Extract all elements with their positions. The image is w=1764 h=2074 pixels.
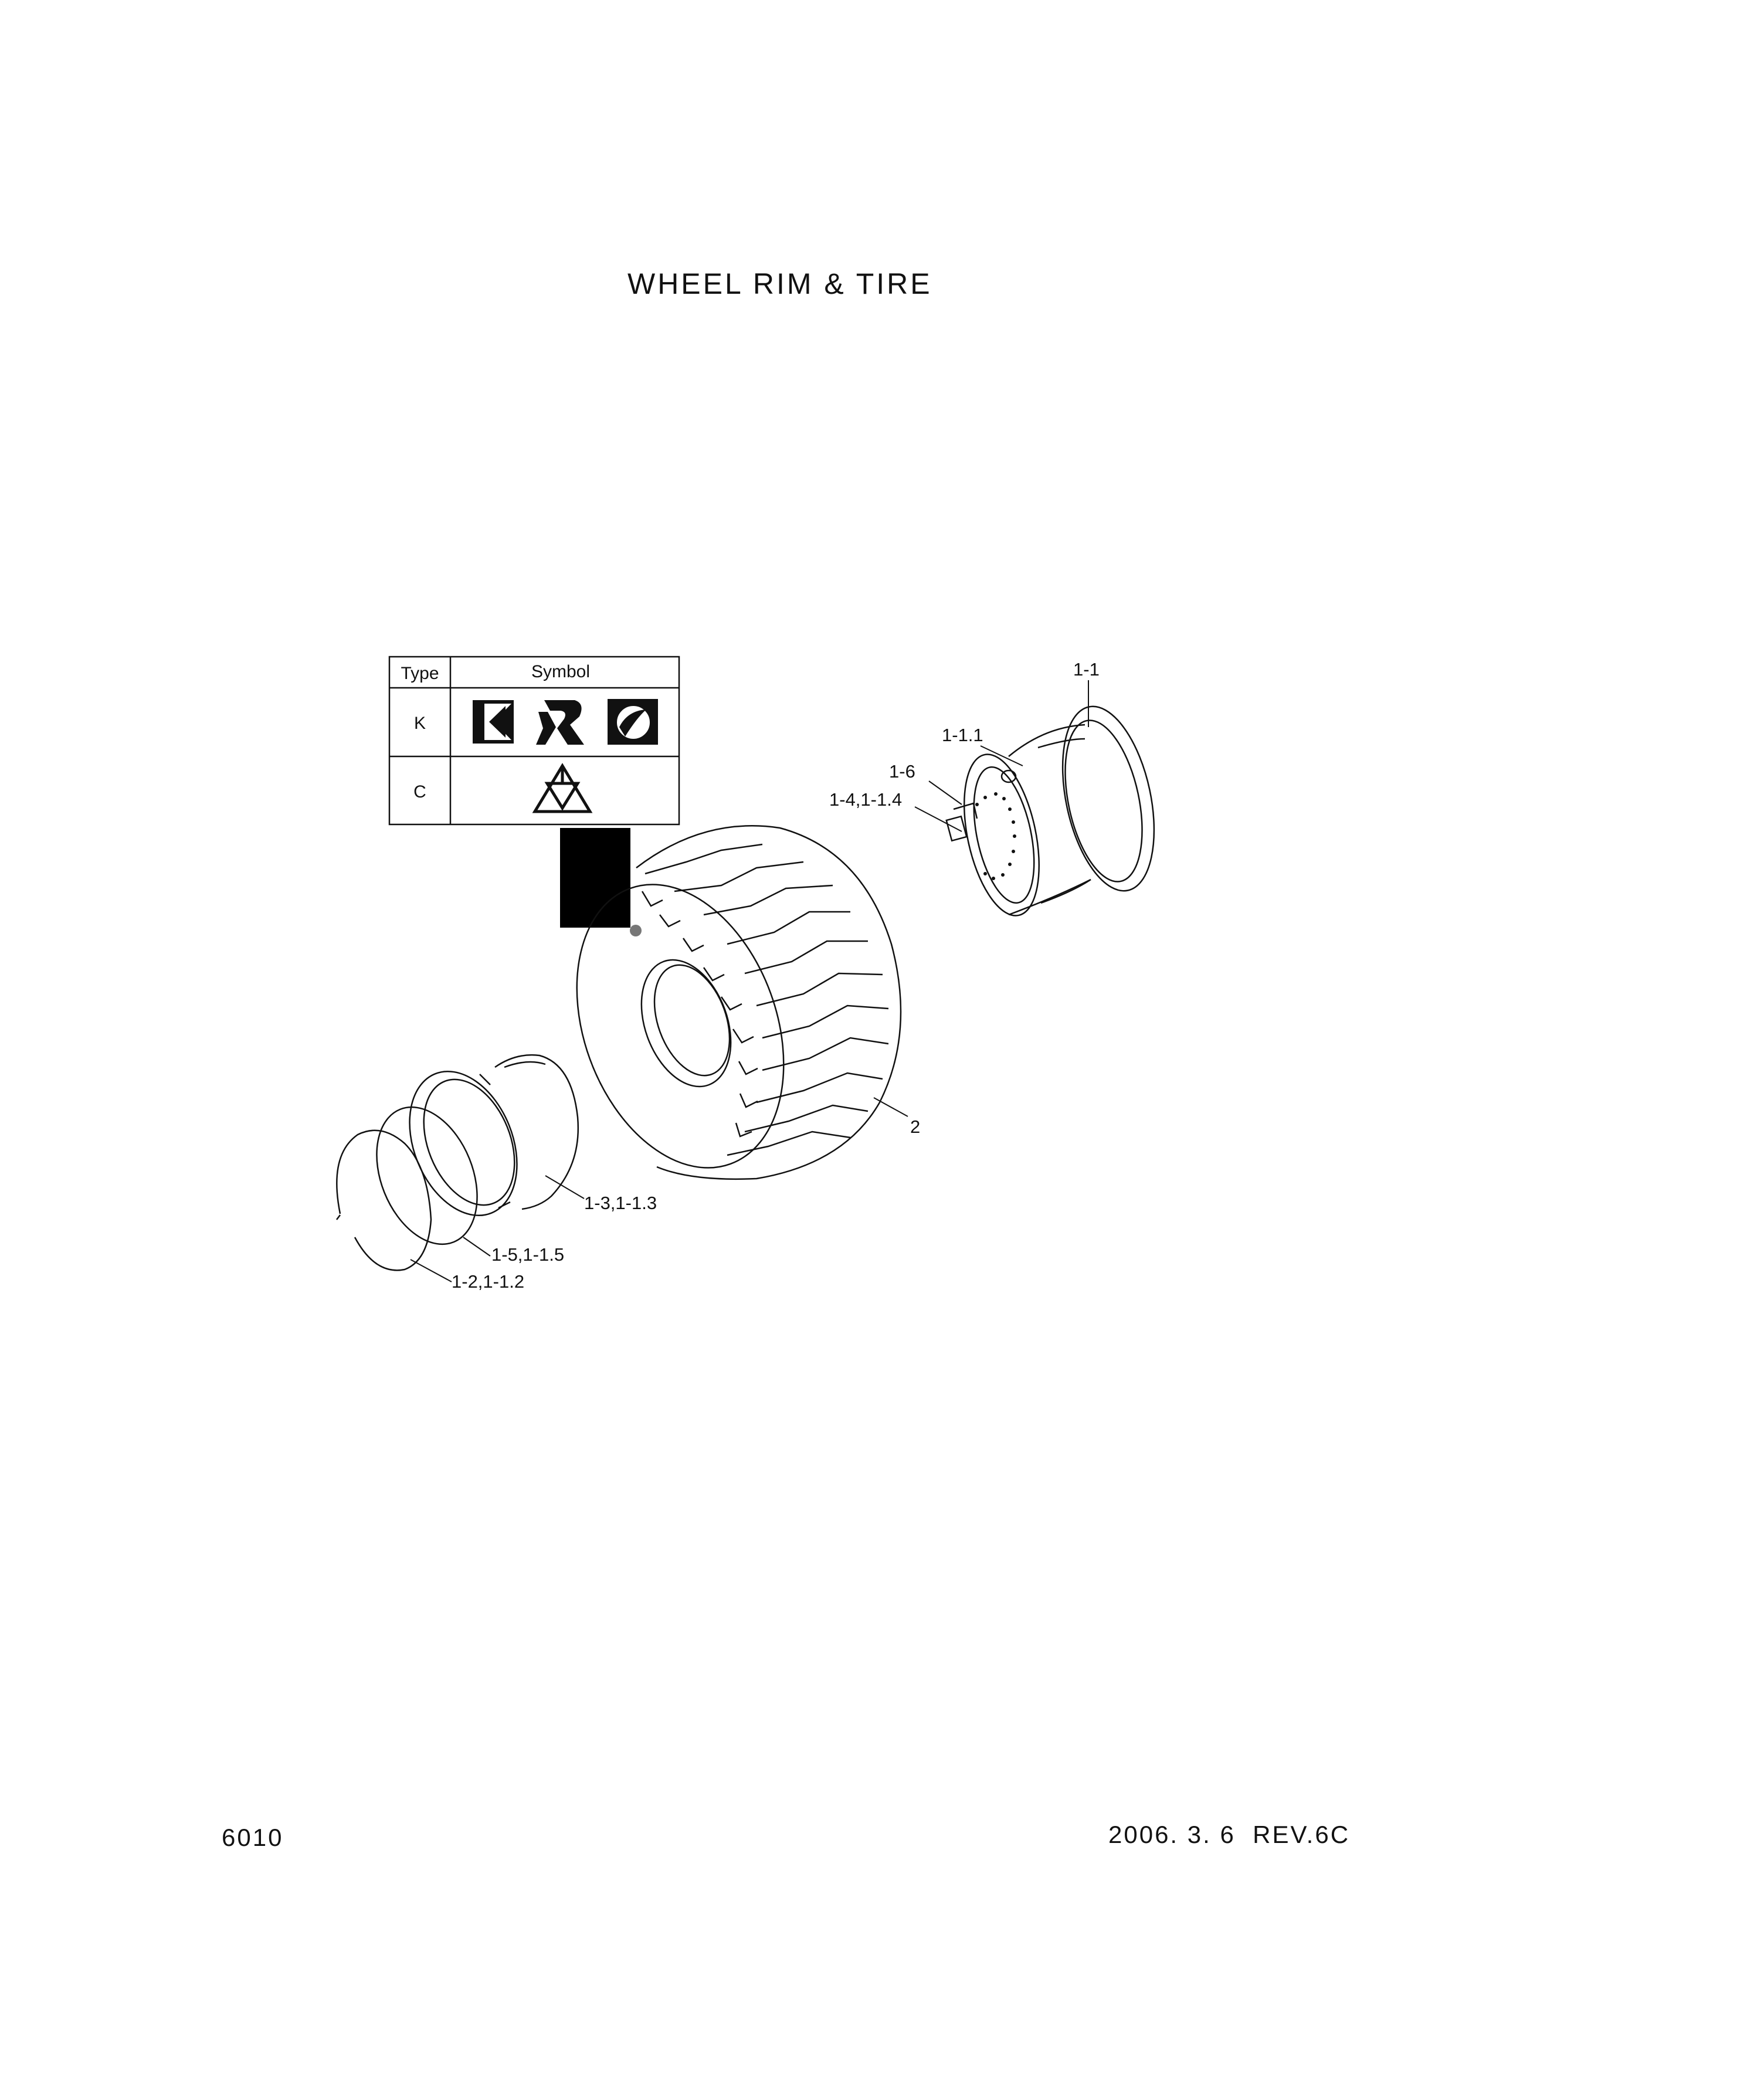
page-number: 6010 (222, 1824, 284, 1851)
callout-1-2: 1-2,1-1.2 (452, 1271, 524, 1292)
triangle-logo-icon (532, 763, 593, 813)
revision-date: 2006. 3. 6 REV.6C (1108, 1821, 1351, 1848)
leader-line-2 (873, 1097, 908, 1117)
callout-2: 2 (910, 1116, 920, 1137)
rim-leader-lines (914, 680, 1089, 832)
legend-header-type: Type (401, 664, 439, 683)
lock-ring (336, 1129, 432, 1271)
blank-label-box (560, 828, 630, 928)
callout-1-4: 1-4,1-1.4 (829, 789, 902, 810)
k-logo-icon (473, 700, 514, 744)
marker-dot (630, 925, 642, 936)
callout-1-3: 1-3,1-1.3 (584, 1193, 657, 1213)
callout-1-1: 1-1 (1073, 659, 1100, 680)
r-logo-icon (536, 700, 584, 745)
rim-bolt-holes (975, 792, 1016, 880)
legend-header-symbol: Symbol (531, 662, 590, 681)
wheel-rim (945, 705, 1155, 917)
symbol-legend-table (388, 656, 680, 826)
callout-1-5: 1-5,1-1.5 (491, 1244, 564, 1265)
bead-seat-band (409, 1054, 579, 1217)
legend-type-c: C (413, 782, 426, 802)
circle-logo-icon (608, 699, 658, 745)
ring-leader-lines (410, 1175, 585, 1282)
callout-1-6: 1-6 (889, 761, 915, 782)
tire (576, 825, 902, 1180)
page-title: WHEEL RIM & TIRE (627, 267, 932, 300)
callout-1-1-1: 1-1.1 (942, 725, 983, 745)
legend-type-k: K (414, 714, 426, 733)
o-ring (376, 1106, 478, 1245)
